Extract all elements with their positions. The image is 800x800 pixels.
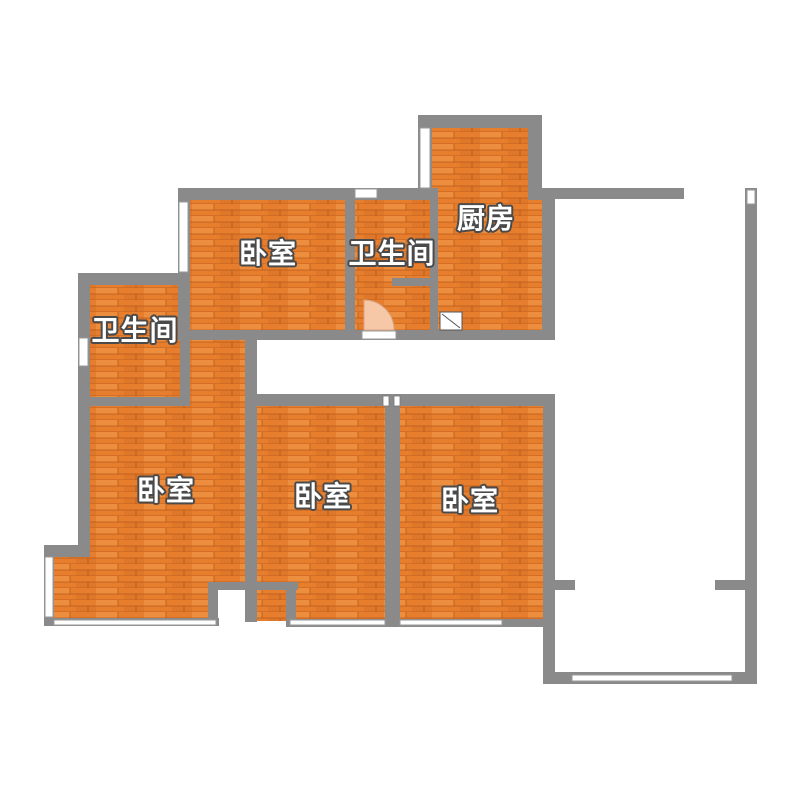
- label-bath-left: 卫生间: [91, 314, 178, 347]
- window: [419, 127, 431, 189]
- wall: [555, 580, 575, 590]
- window: [399, 619, 503, 626]
- doors: [363, 299, 463, 407]
- wall: [542, 188, 555, 340]
- door-mark: [441, 313, 461, 329]
- wall: [542, 188, 684, 199]
- floor-bedroom-top: [190, 200, 345, 330]
- window: [289, 619, 386, 626]
- window: [44, 556, 54, 618]
- window: [178, 201, 189, 273]
- wall: [208, 582, 298, 590]
- wall: [345, 188, 355, 340]
- wall: [528, 115, 542, 200]
- wall: [418, 115, 542, 128]
- wall: [44, 545, 90, 557]
- wall: [78, 273, 190, 285]
- wall: [715, 580, 745, 590]
- label-bedroom-left: 卧室: [137, 474, 195, 507]
- wall: [208, 582, 218, 626]
- label-bedroom-right: 卧室: [441, 484, 499, 517]
- wall: [543, 394, 555, 684]
- wall: [78, 397, 190, 406]
- door-swing: [363, 299, 395, 331]
- wall: [745, 188, 757, 684]
- door-jamb: [393, 395, 401, 407]
- label-bath-top: 卫生间: [348, 237, 435, 270]
- wall: [392, 278, 430, 286]
- floor-bedroom-right: [400, 406, 543, 621]
- wall: [178, 188, 432, 200]
- window: [53, 619, 217, 626]
- wall: [180, 273, 190, 406]
- floor-kitchen: [432, 128, 542, 330]
- room-labels: 卧室 卫生间 厨房 卫生间 卧室 卧室 卧室: [89, 200, 516, 519]
- wall: [257, 394, 555, 406]
- window: [361, 330, 397, 340]
- window: [571, 674, 733, 682]
- label-bedroom-mid: 卧室: [294, 480, 352, 513]
- wall: [385, 406, 400, 622]
- label-bedroom-top: 卧室: [239, 237, 297, 270]
- wall: [430, 188, 438, 340]
- windows: [44, 127, 756, 682]
- floor-bedroom-left: [54, 406, 245, 620]
- window: [746, 189, 756, 205]
- window: [78, 337, 89, 367]
- wall: [245, 340, 257, 622]
- door-jamb: [382, 395, 390, 407]
- wall: [78, 273, 90, 557]
- wall: [286, 582, 296, 626]
- label-kitchen: 厨房: [457, 202, 515, 235]
- window: [354, 188, 378, 199]
- floor-bath-left: [90, 285, 180, 397]
